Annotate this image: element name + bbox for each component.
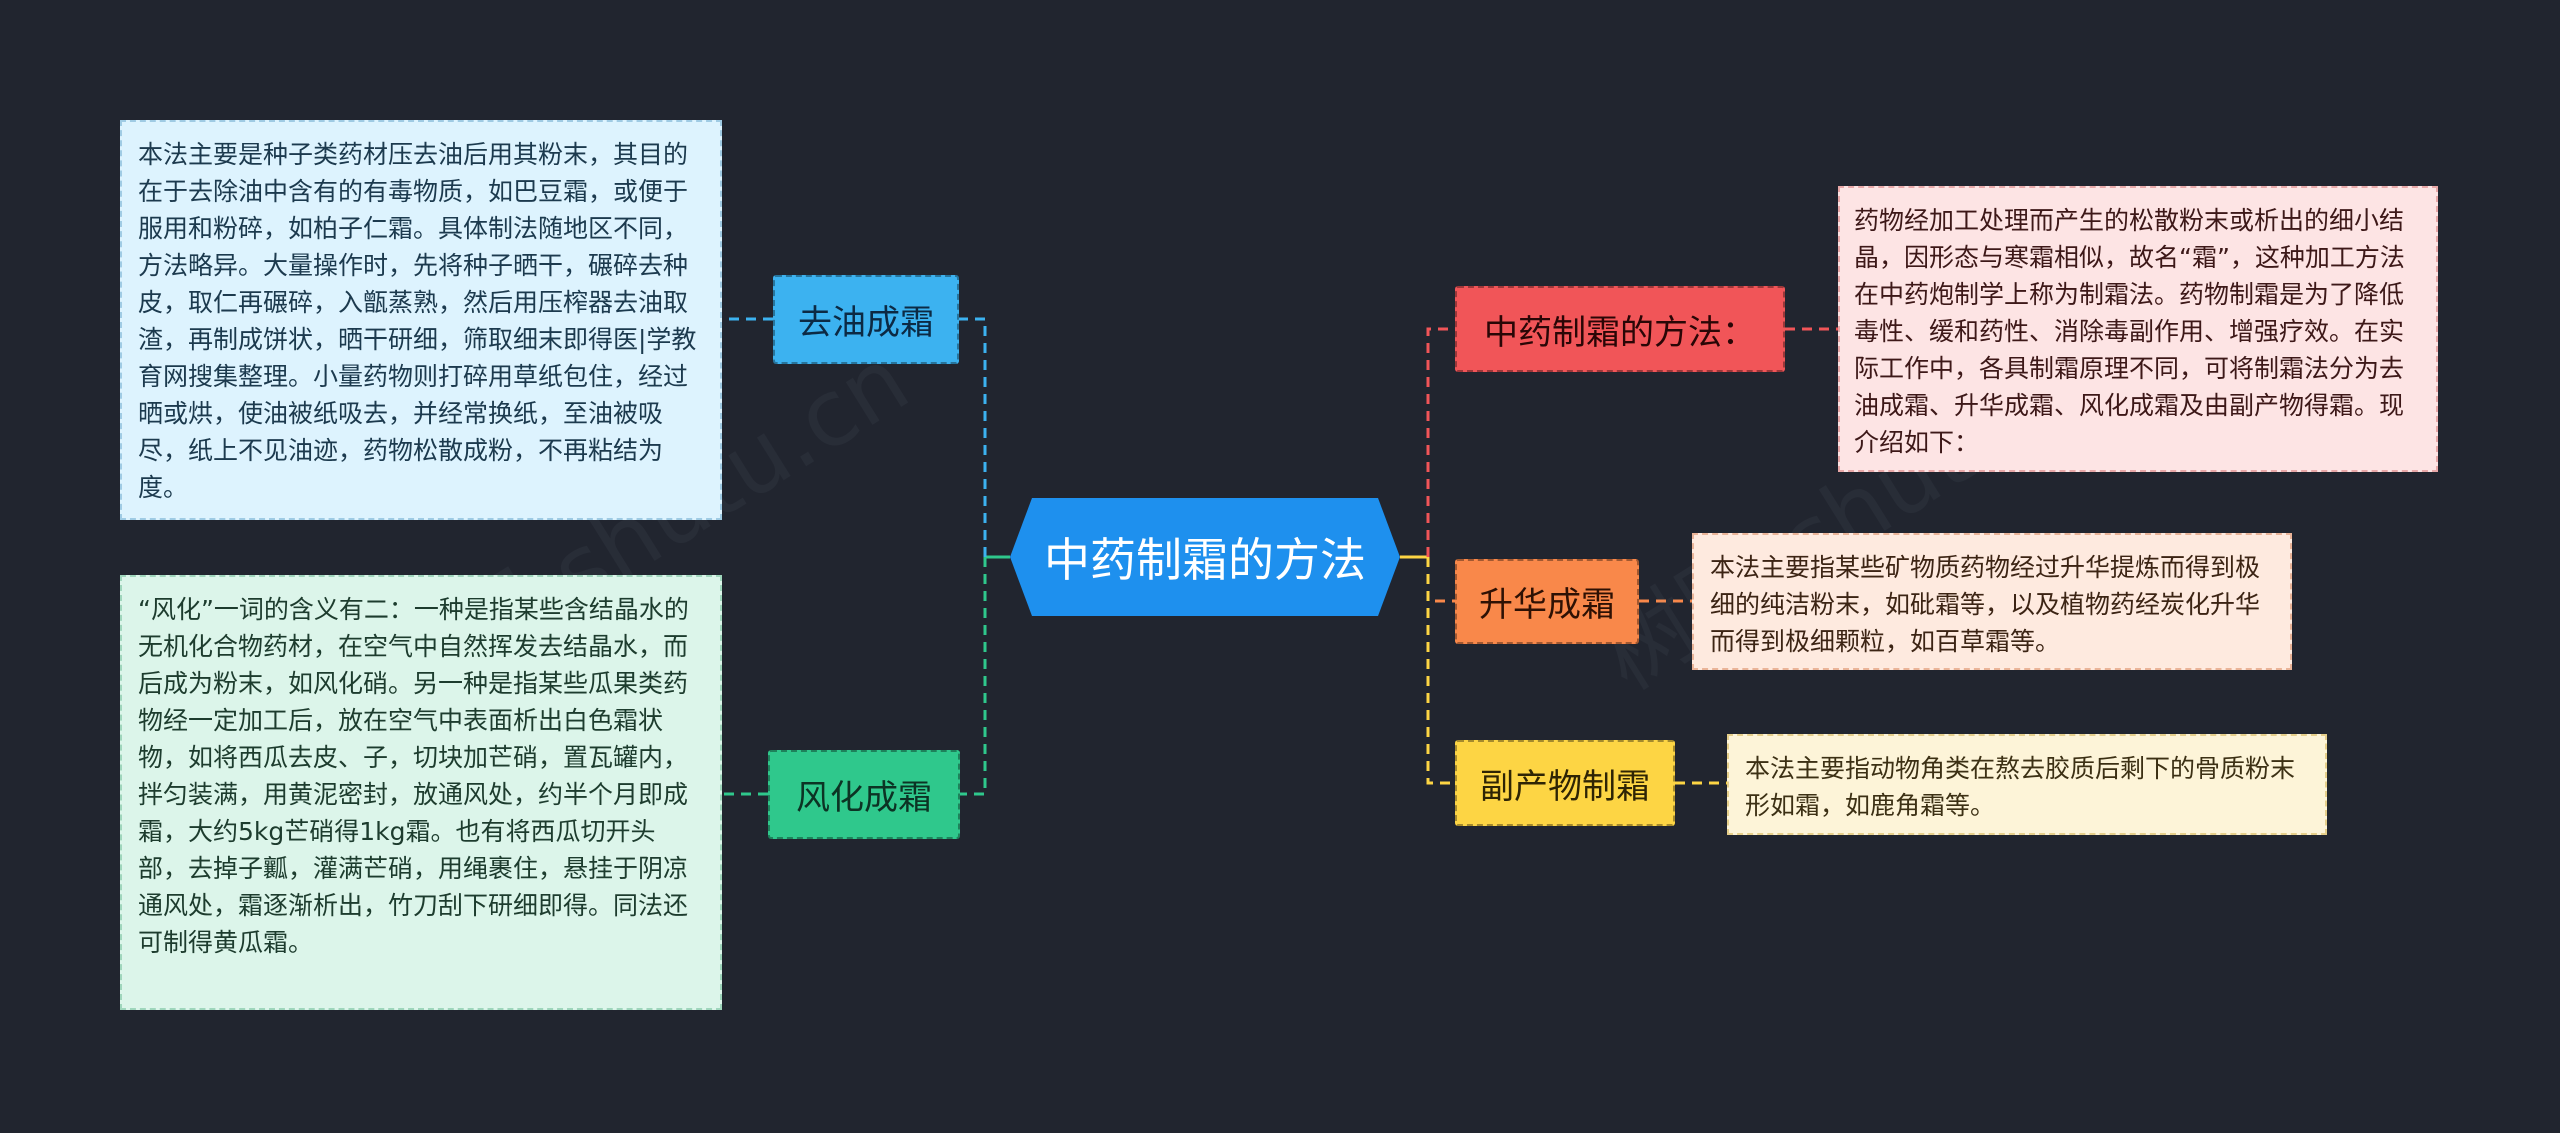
branch-quyou-label: 去油成霜 [798, 303, 934, 343]
note-quyou[interactable]: 本法主要是种子类药材压去油后用其粉末，其目的在于去除油中含有的有毒物质，如巴豆霜… [120, 120, 722, 520]
branch-shenghua-label: 升华成霜 [1479, 585, 1615, 625]
branch-fenghua-label: 风化成霜 [796, 778, 932, 818]
branch-shenghua[interactable]: 升华成霜 [1455, 559, 1639, 644]
note-fenghua[interactable]: “风化”一词的含义有二：一种是指某些含结晶水的无机化合物药材，在空气中自然挥发去… [120, 575, 722, 1010]
branch-quyou[interactable]: 去油成霜 [773, 275, 959, 364]
connector-center-fenghua [960, 557, 987, 796]
branch-fuchan-label: 副产物制霜 [1480, 766, 1650, 807]
note-fuchan[interactable]: 本法主要指动物角类在熬去胶质后剩下的骨质粉末形如霜，如鹿角霜等。 [1727, 734, 2327, 835]
branch-fenghua[interactable]: 风化成霜 [768, 750, 960, 839]
branch-fuchan[interactable]: 副产物制霜 [1455, 740, 1675, 826]
connector-center-quyou [959, 317, 987, 557]
central-topic[interactable]: 中药制霜的方法 [1010, 498, 1400, 616]
note-shenghua[interactable]: 本法主要指某些矿物质药物经过升华提炼而得到极细的纯洁粉末，如砒霜等，以及植物药经… [1692, 533, 2292, 670]
central-topic-label: 中药制霜的方法 [1044, 533, 1366, 587]
branch-zhiyao[interactable]: 中药制霜的方法： [1455, 286, 1785, 372]
connector-center-zhiyao [1426, 327, 1455, 557]
note-zhiyao[interactable]: 药物经加工处理而产生的松散粉末或析出的细小结晶，因形态与寒霜相似，故名“霜”，这… [1838, 186, 2438, 472]
connector-center-shenghua [1426, 557, 1455, 603]
branch-zhiyao-label: 中药制霜的方法： [1484, 312, 1756, 353]
connector-center-fuchan [1426, 557, 1455, 785]
